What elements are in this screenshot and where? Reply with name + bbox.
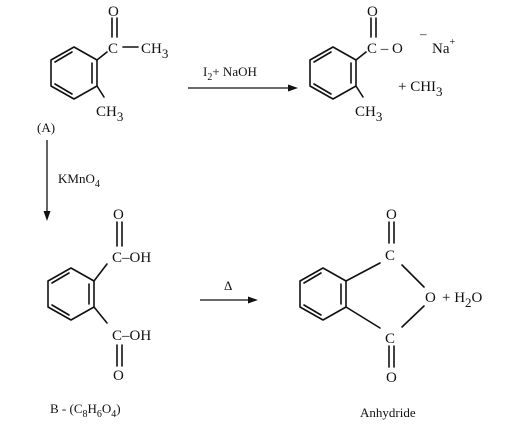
compound-b-formula-label: B - (C8H6O4) <box>50 401 121 420</box>
ring-methyl-a-main: CH <box>96 104 117 120</box>
arrow-oxidation: KMnO4 <box>43 140 100 221</box>
phthalic-anhydride: O C O + H2O C O Anhydride <box>299 207 483 420</box>
iodoform-sub: 3 <box>436 84 443 99</box>
reagent-iodine-naoh: I2+ NaOH <box>203 64 257 83</box>
anhydride-bridge-oxygen: O <box>425 290 436 306</box>
anhydride-bottom-carbon: C <box>385 331 395 347</box>
formula-o: O <box>102 401 111 416</box>
arrow-iodoform: I2+ NaOH <box>188 64 298 92</box>
acetyl-methyl-sub: 3 <box>162 46 169 61</box>
benzene-ring-p1 <box>309 17 377 100</box>
benzene-ring-a <box>50 17 139 100</box>
water-plus-h: + H <box>442 290 465 306</box>
acetyl-methyl-main: CH <box>141 41 162 57</box>
reagent-kmno4-sub: 4 <box>95 179 100 190</box>
sodium-symbol: Na <box>432 41 450 57</box>
product-carboxylate: O C – O – Na+ CH3 + CHI3 <box>309 4 456 124</box>
water-h-sub: 2 <box>465 295 472 310</box>
compound-a-label: (A) <box>37 120 55 135</box>
formula-h-sub: 6 <box>97 409 102 420</box>
anhydride-top-carbon: C <box>385 248 395 264</box>
acetyl-methyl: CH3 <box>141 41 168 61</box>
bottom-carbonyl-oxygen: O <box>113 368 124 384</box>
ring-methyl-p1-main: CH <box>355 104 376 120</box>
compound-b: O C–OH C–OH O B - (C8H6O4) <box>47 207 151 420</box>
ring-methyl-a: CH3 <box>96 104 123 124</box>
ring-methyl-p1: CH3 <box>355 104 382 124</box>
formula-c-sub: 8 <box>83 409 88 420</box>
ketone-oxygen: O <box>108 4 119 20</box>
anhydride-bottom-oxygen: O <box>386 370 397 386</box>
reagent-naoh: + NaOH <box>212 64 257 79</box>
benzene-ring-b <box>47 221 123 367</box>
reagent-kmno4: KMnO4 <box>58 171 100 190</box>
sodium-ion: Na+ <box>432 37 456 57</box>
formula-h: H <box>88 401 97 416</box>
compound-a: O C CH3 CH3 (A) <box>37 4 168 135</box>
water-o: O <box>472 290 483 306</box>
formula-o-sub: 4 <box>111 409 116 420</box>
reagent-kmno4-main: KMnO <box>58 171 95 186</box>
formula-start: B - (C <box>50 401 83 416</box>
ring-methyl-p1-sub: 3 <box>376 109 383 124</box>
negative-charge: – <box>419 26 427 41</box>
ring-methyl-a-sub: 3 <box>117 109 124 124</box>
reagent-iodine-sub: 2 <box>207 72 212 83</box>
ketone-carbon: C <box>108 41 118 57</box>
arrow-heating: Δ <box>200 278 258 304</box>
positive-charge: + <box>450 37 456 48</box>
heat-delta: Δ <box>224 278 232 293</box>
formula-end: ) <box>116 401 120 416</box>
anhydride-label: Anhydride <box>360 405 416 420</box>
anhydride-top-oxygen: O <box>386 207 397 223</box>
bottom-carboxylic-acid: C–OH <box>112 328 151 344</box>
benzene-ring-anhydride <box>299 221 425 368</box>
carboxylate-carbonyl-oxygen: O <box>367 4 378 20</box>
top-carboxylic-acid: C–OH <box>112 250 151 266</box>
iodoform-main: + CHI <box>398 79 436 95</box>
carboxylate-group: C – O <box>367 41 403 57</box>
reagent-iodine: I <box>203 64 207 79</box>
water-product: + H2O <box>442 290 483 310</box>
top-carbonyl-oxygen: O <box>113 207 124 223</box>
iodoform-product: + CHI3 <box>398 79 443 99</box>
